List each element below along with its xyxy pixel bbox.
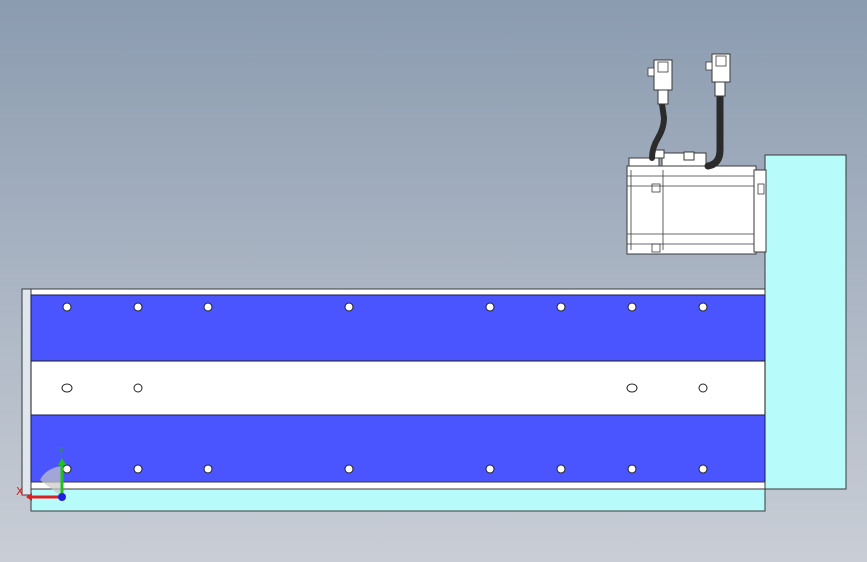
- mounting-hole-bottom: [344, 464, 354, 474]
- mounting-holes: [61, 302, 708, 474]
- mounting-hole-bottom: [203, 464, 213, 474]
- mounting-hole-bottom: [485, 464, 495, 474]
- mounting-hole-top: [344, 302, 354, 312]
- mounting-hole-top: [485, 302, 495, 312]
- mounting-hole-bottom: [556, 464, 566, 474]
- mounting-hole-bottom: [133, 464, 143, 474]
- cables: [649, 92, 724, 170]
- coordinate-triad: X Y: [16, 445, 66, 501]
- mounting-hole-middle: [133, 383, 143, 393]
- mounting-hole-bottom: [698, 464, 708, 474]
- mounting-hole-middle: [626, 383, 638, 393]
- cable-right: [704, 92, 724, 170]
- mounting-hole-top: [698, 302, 708, 312]
- axis-x-label: X: [16, 485, 24, 498]
- mounting-hole-bottom: [62, 464, 72, 474]
- axis-z-dot: [58, 493, 66, 501]
- mounting-hole-bottom: [627, 464, 637, 474]
- axis-y-label: Y: [57, 445, 65, 458]
- mounting-hole-middle: [61, 383, 73, 393]
- end-housing-plate[interactable]: [764, 154, 847, 490]
- rail-base-strip: [30, 488, 766, 512]
- rail-middle-band: [30, 360, 766, 416]
- connector-right[interactable]: [705, 53, 731, 97]
- mounting-hole-top: [62, 302, 72, 312]
- cable-left: [649, 101, 668, 161]
- mounting-hole-middle: [698, 383, 708, 393]
- linear-rail[interactable]: [21, 288, 766, 496]
- servo-motor[interactable]: [626, 149, 767, 255]
- connector-left[interactable]: [647, 59, 673, 105]
- mounting-hole-top: [627, 302, 637, 312]
- mounting-hole-top: [556, 302, 566, 312]
- mounting-hole-top: [133, 302, 143, 312]
- mounting-hole-top: [203, 302, 213, 312]
